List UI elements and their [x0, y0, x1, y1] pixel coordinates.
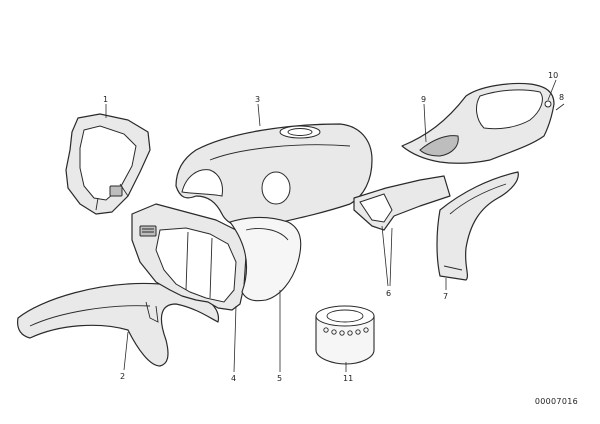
callout-8: 8: [559, 93, 564, 102]
part-tail-cowl[interactable]: [401, 82, 555, 164]
part-fuel-tank[interactable]: [175, 123, 373, 229]
callout-4: 4: [231, 374, 236, 383]
callout-5: 5: [277, 374, 282, 383]
part-filter-cartridge[interactable]: [315, 305, 375, 365]
callout-7: 7: [443, 292, 448, 301]
callout-9: 9: [421, 95, 426, 104]
callout-2: 2: [120, 372, 125, 381]
part-side-fairing[interactable]: [131, 203, 247, 311]
part-rear-fender[interactable]: [436, 171, 519, 281]
part-side-panel[interactable]: [229, 216, 302, 302]
document-number: 00007016: [534, 397, 578, 406]
callout-11: 11: [343, 374, 353, 383]
callout-6: 6: [386, 289, 391, 298]
callout-3: 3: [255, 95, 260, 104]
part-fairing-shell[interactable]: [65, 113, 151, 215]
callout-10: 10: [548, 71, 558, 80]
callout-1: 1: [103, 95, 108, 104]
part-side-duct[interactable]: [353, 175, 451, 231]
leader-lines: [105, 79, 565, 373]
